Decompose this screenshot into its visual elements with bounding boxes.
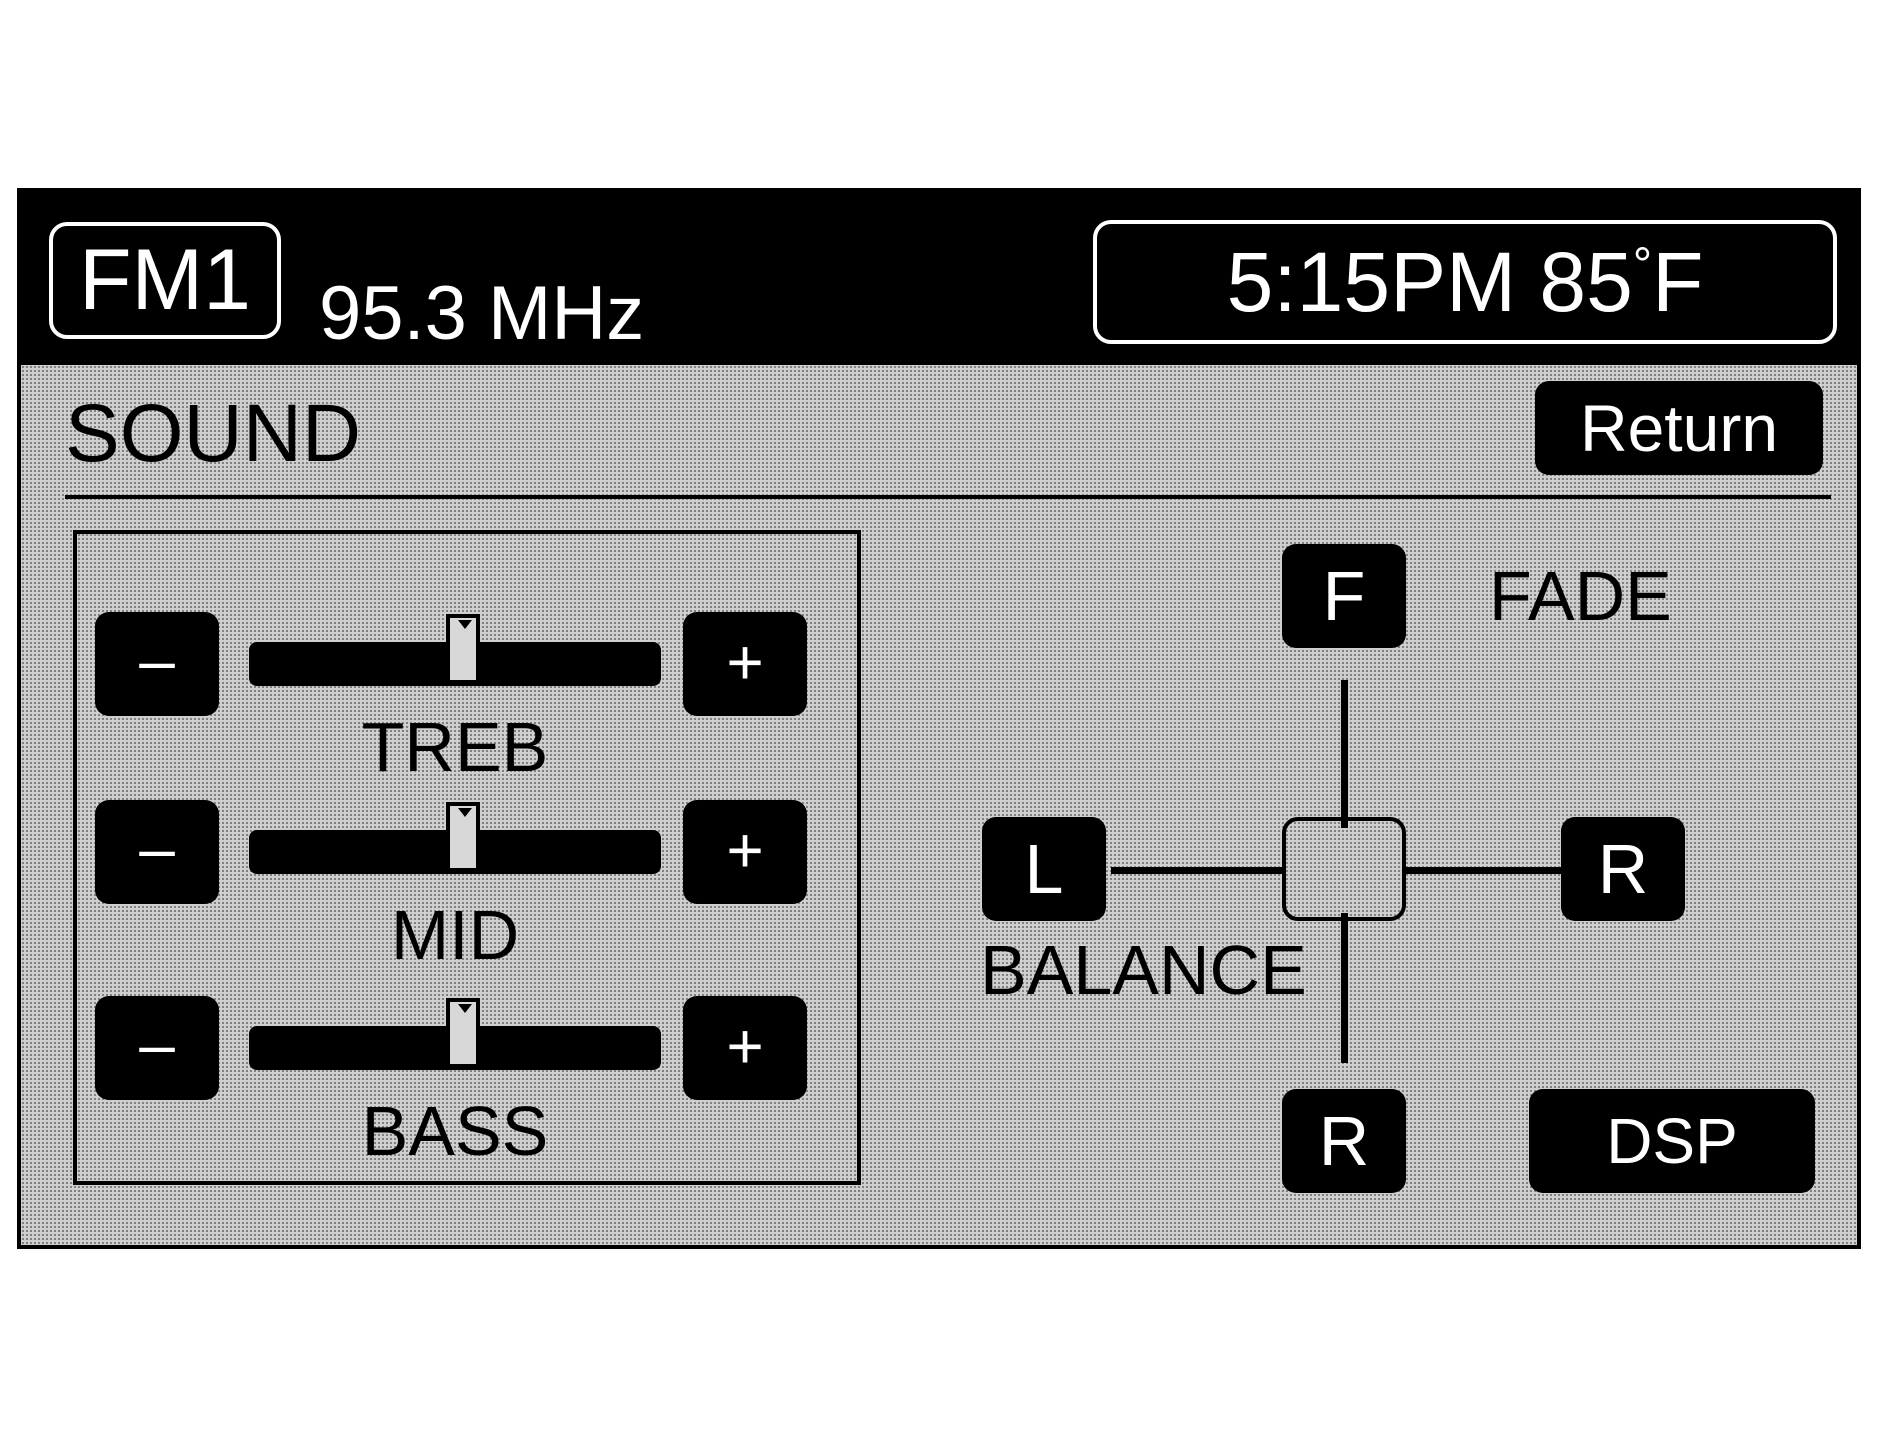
band-button[interactable]: FM1 (49, 222, 281, 339)
mid-label: MID (390, 896, 520, 974)
bass-increase-button[interactable]: + (683, 996, 807, 1100)
frequency-readout: 95.3 MHz (319, 271, 645, 356)
mid-decrease-button[interactable]: – (95, 800, 219, 904)
fade-rear-button[interactable]: R (1282, 1089, 1406, 1193)
treble-decrease-button[interactable]: – (95, 612, 219, 716)
mid-row: – + MID (77, 800, 857, 1010)
fade-front-line (1341, 680, 1348, 828)
mid-slider-track[interactable] (249, 802, 661, 874)
balance-left-button[interactable]: L (982, 817, 1106, 921)
balance-right-line (1405, 867, 1563, 874)
bass-slider-thumb[interactable] (446, 998, 481, 1068)
bass-slider-track[interactable] (249, 998, 661, 1070)
balance-right-button[interactable]: R (1561, 817, 1685, 921)
balance-left-line (1111, 867, 1283, 874)
fade-front-button[interactable]: F (1282, 544, 1406, 648)
tone-controls-group: – + TREB – + MID – + (73, 530, 861, 1185)
temperature-unit: F (1652, 235, 1704, 329)
radio-display: FM1 95.3 MHz 5:15PM 85°F SOUND Return – … (17, 188, 1861, 1249)
dsp-button[interactable]: DSP (1529, 1089, 1815, 1193)
mid-increase-button[interactable]: + (683, 800, 807, 904)
degree-symbol: ° (1632, 239, 1653, 292)
clock-temperature-display: 5:15PM 85°F (1093, 220, 1837, 344)
treble-increase-button[interactable]: + (683, 612, 807, 716)
treble-label: TREB (361, 708, 549, 786)
bass-label: BASS (361, 1092, 549, 1170)
title-divider (65, 495, 1831, 499)
fade-rear-line (1341, 913, 1348, 1063)
treble-row: – + TREB (77, 612, 857, 822)
bass-row: – + BASS (77, 996, 857, 1206)
page-title: SOUND (65, 388, 362, 479)
return-button[interactable]: Return (1535, 381, 1823, 475)
treble-slider-track[interactable] (249, 614, 661, 686)
balance-label: BALANCE (980, 931, 1307, 1009)
status-header: FM1 95.3 MHz 5:15PM 85°F (21, 192, 1857, 365)
clock-time-text: 5:15PM 85 (1226, 235, 1633, 329)
fade-label: FADE (1489, 557, 1672, 635)
mid-slider-thumb[interactable] (446, 802, 481, 872)
fade-balance-center-indicator[interactable] (1282, 817, 1406, 921)
sound-settings-panel: SOUND Return – + TREB – + MID – (21, 365, 1857, 1245)
bass-decrease-button[interactable]: – (95, 996, 219, 1100)
treble-slider-thumb[interactable] (446, 614, 481, 684)
